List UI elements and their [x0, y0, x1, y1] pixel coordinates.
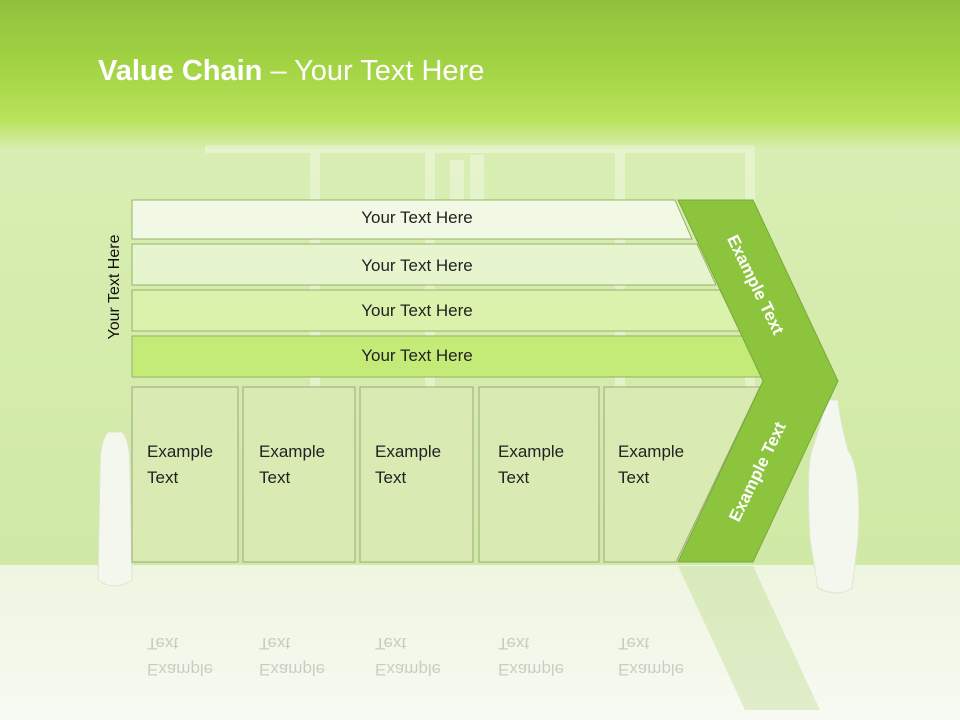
- bar-2: [131, 243, 717, 286]
- bar-label-2: Your Text Here: [361, 256, 473, 275]
- box-2-line2: Text: [259, 468, 291, 487]
- box-1: [131, 386, 239, 563]
- box-2: [242, 386, 356, 563]
- title-banner: [0, 0, 960, 150]
- bar-1: [131, 199, 693, 240]
- bar-label-3: Your Text Here: [361, 301, 473, 320]
- title-bold: Value Chain: [98, 55, 263, 87]
- box-4-line1: Example: [498, 442, 565, 461]
- box-4: [478, 386, 600, 563]
- chevron-arrow: [677, 199, 839, 563]
- box-5: [603, 386, 761, 563]
- box-5-line1: Example: [618, 442, 685, 461]
- box-3: [359, 386, 474, 563]
- vase-right: [807, 399, 860, 594]
- vase-left: [97, 431, 133, 587]
- box-2-line1: Example: [259, 442, 326, 461]
- box-1-line2: Text: [147, 468, 179, 487]
- title-rest: – Your Text Here: [262, 55, 485, 87]
- bar-label-1: Your Text Here: [361, 208, 473, 227]
- box-4-line2: Text: [498, 468, 530, 487]
- slide-title: Value Chain – Your Text Here: [98, 55, 484, 88]
- bar-label-4: Your Text Here: [361, 346, 473, 365]
- chevron-reflection: [678, 566, 820, 710]
- box-3-line2: Text: [375, 468, 407, 487]
- box-3-line1: Example: [375, 442, 442, 461]
- box-1-line1: Example: [147, 442, 214, 461]
- box-5-line2: Text: [618, 468, 650, 487]
- side-label: Your Text Here: [106, 234, 123, 340]
